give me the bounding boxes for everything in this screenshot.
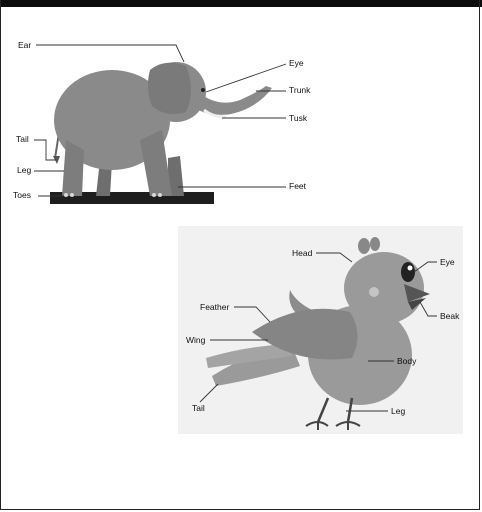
- bird-tail-label: Tail: [192, 403, 205, 413]
- bird-body-label: Body: [397, 356, 417, 366]
- elephant-foot-label: Feet: [289, 181, 307, 191]
- bird-diagram: Head Eye Feather Beak Wing Body Tail Leg: [178, 226, 463, 434]
- bird-eye-label: Eye: [440, 257, 455, 267]
- elephant-diagram: Ear Eye Trunk Tusk Tail Leg Toes Feet: [13, 40, 311, 204]
- eye-leader-line: [206, 64, 286, 92]
- elephant-eye-label: Eye: [289, 58, 304, 68]
- elephant-ear-label: Ear: [18, 40, 31, 50]
- elephant-illustration: [53, 62, 272, 197]
- elephant-toes-label: Toes: [13, 190, 31, 200]
- bird-leg-label: Leg: [391, 406, 405, 416]
- elephant-trunk-label: Trunk: [289, 85, 311, 95]
- bird-feather-label: Feather: [200, 302, 229, 312]
- bird-wing-label: Wing: [186, 335, 206, 345]
- ear-leader-line: [36, 45, 184, 62]
- elephant-leg-label: Leg: [17, 165, 31, 175]
- tail-leader-line: [34, 140, 56, 160]
- bird-head-label: Head: [292, 248, 313, 258]
- elephant-tail-label: Tail: [16, 134, 29, 144]
- elephant-tusk-label: Tusk: [289, 113, 308, 123]
- bird-beak-label: Beak: [440, 311, 460, 321]
